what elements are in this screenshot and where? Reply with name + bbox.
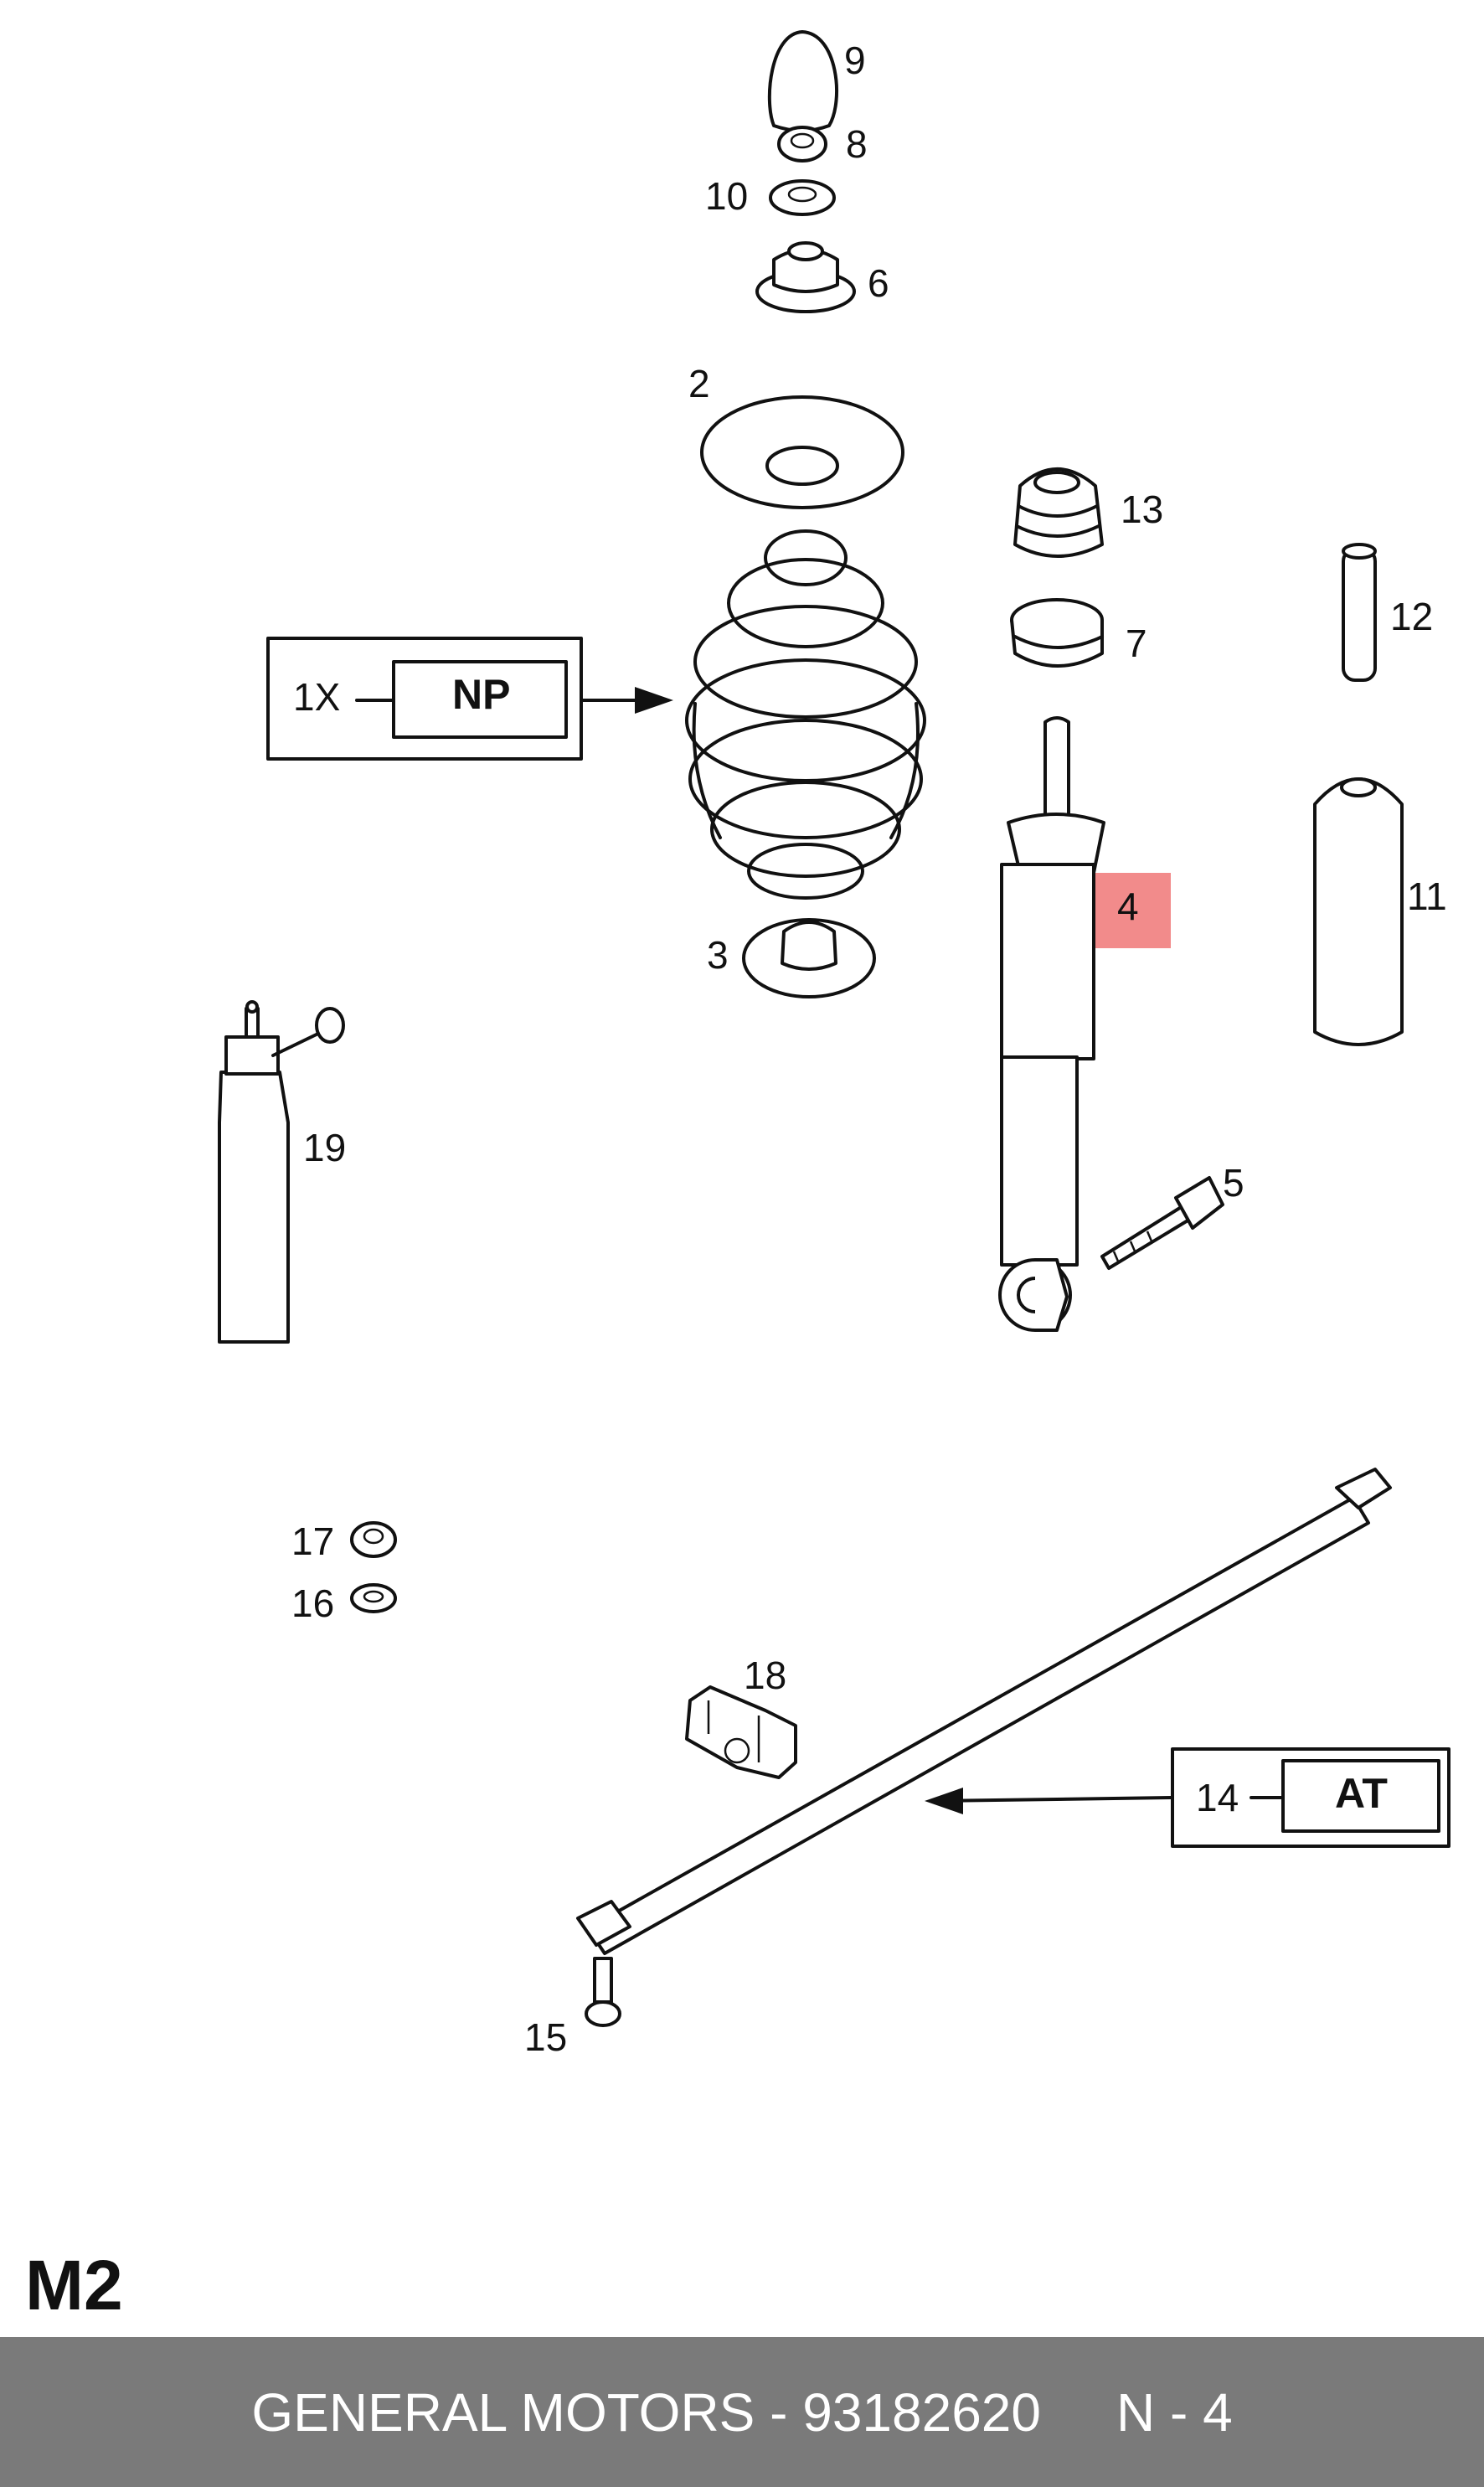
at-box-qty: 14 [1196, 1776, 1239, 1819]
callout-9: 9 [844, 39, 866, 82]
part-7-spacer [1010, 598, 1104, 668]
part-12-tube [1342, 543, 1377, 682]
part-4-shock-absorber [998, 716, 1171, 1332]
part-16-washer [350, 1583, 397, 1613]
section-code: M2 [25, 2246, 123, 2324]
callout-15: 15 [524, 2015, 567, 2059]
footer-text: GENERAL MOTORS - 93182620 N - 4 [0, 2337, 1484, 2487]
callout-19: 19 [303, 1126, 346, 1169]
callout-12: 12 [1390, 595, 1433, 638]
part-19-bottle [218, 1000, 345, 1344]
part-10-washer [769, 179, 836, 216]
part-14-bar [576, 1468, 1392, 1955]
callout-4: 4 [1117, 885, 1139, 928]
np-box-code: NP [452, 671, 510, 718]
part-8-nut [777, 126, 827, 163]
footer-brand-part: GENERAL MOTORS - 93182620 [251, 2381, 1041, 2443]
footer-ref: N - 4 [1116, 2381, 1233, 2443]
at-callout-box [925, 1747, 1451, 1848]
callout-13: 13 [1121, 488, 1163, 531]
callout-10: 10 [705, 174, 748, 218]
footer-bar [0, 2337, 1484, 2487]
part-11-boot [1313, 777, 1404, 1046]
callout-5: 5 [1223, 1161, 1244, 1205]
part-5-bolt [1100, 1176, 1224, 1270]
callout-18: 18 [744, 1654, 786, 1697]
callout-16: 16 [291, 1581, 334, 1625]
callout-3: 3 [707, 933, 729, 977]
part-13-bump-stop [1013, 467, 1104, 558]
np-box-qty: 1X [293, 675, 340, 719]
callout-6: 6 [868, 261, 889, 305]
part-17-nut [350, 1521, 397, 1558]
part-2-upper-seat [700, 395, 904, 509]
part-6-bushing [755, 241, 856, 313]
part-18-bracket [685, 1685, 797, 1779]
part-15-bolt [585, 1957, 621, 2027]
part-4-highlight [1094, 873, 1171, 948]
at-box-code: AT [1335, 1770, 1388, 1817]
np-callout-box [266, 637, 673, 761]
callout-11: 11 [1407, 875, 1447, 918]
callout-2: 2 [688, 362, 710, 405]
part-9-cap [767, 30, 838, 132]
callout-8: 8 [846, 122, 868, 166]
part-1-coil-spring [685, 529, 926, 900]
callout-7: 7 [1126, 622, 1147, 665]
part-3-lower-seat [742, 918, 876, 998]
callout-17: 17 [291, 1520, 334, 1563]
